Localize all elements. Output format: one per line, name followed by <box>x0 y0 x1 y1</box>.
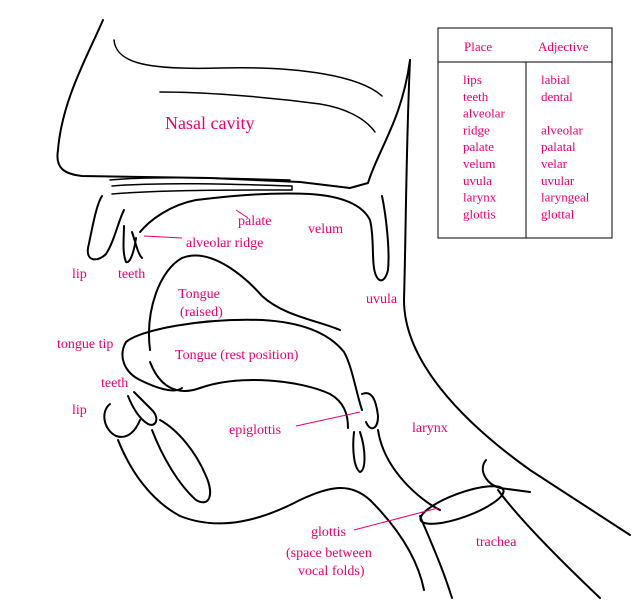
label-tongue-raised-1: Tongue <box>178 287 220 302</box>
nasal-cavity-outline <box>56 19 411 189</box>
table-cell-adjective: alveolar <box>541 122 584 137</box>
table-cell-adjective: dental <box>541 89 573 104</box>
table-cell-place: palate <box>463 139 494 154</box>
epiglottis-shape <box>361 392 379 430</box>
table-cell-adjective: laryngeal <box>541 190 590 205</box>
table-cell-adjective: labial <box>541 72 570 87</box>
lower-teeth <box>127 391 158 426</box>
table-cell-place: ridge <box>463 122 490 137</box>
place-adjective-table: Place Adjective lips labial teeth dental alv… <box>437 27 613 239</box>
label-alveolar-ridge: alveolar ridge <box>186 236 263 251</box>
tongue-rest <box>125 318 363 411</box>
tongue-tip <box>121 341 183 392</box>
table-cell-adjective: velar <box>541 156 568 171</box>
label-tongue-rest: Tongue (rest position) <box>175 348 299 363</box>
tongue-body-lower <box>149 361 349 429</box>
lower-lip <box>103 403 141 438</box>
label-uvula: uvula <box>366 292 398 307</box>
pharynx-back-wall <box>403 59 631 536</box>
upper-teeth <box>122 225 143 264</box>
label-trachea: trachea <box>476 535 517 550</box>
label-epiglottis: epiglottis <box>229 423 281 438</box>
label-velum: velum <box>308 222 343 237</box>
table-border <box>437 27 613 239</box>
label-teeth-upper: teeth <box>118 267 145 282</box>
trachea-front <box>419 515 453 599</box>
turbinate-2 <box>111 182 293 195</box>
table-cell-adjective: glottal <box>541 206 575 221</box>
table-header-adjective: Adjective <box>538 39 589 54</box>
upper-lip <box>86 195 125 261</box>
table-cell-place: larynx <box>463 190 497 205</box>
label-glottis-note-1: (space between <box>286 546 372 561</box>
alveolar-ridge-leader <box>143 235 183 239</box>
label-larynx: larynx <box>412 421 448 436</box>
mandible-inner <box>151 419 212 504</box>
label-lip-upper: lip <box>72 267 87 282</box>
turbinate-1 <box>109 176 291 181</box>
glottis-leader <box>353 507 439 531</box>
label-glottis: glottis <box>311 525 346 540</box>
jaw <box>117 439 425 591</box>
table-cell-adjective: uvular <box>541 173 575 188</box>
table-cell-place: velum <box>463 156 496 171</box>
diagram-labels: Nasal cavity palate velum alveolar ridge… <box>57 113 517 579</box>
table-cell-place: uvula <box>463 173 492 188</box>
nasal-inner-upper <box>113 39 383 97</box>
label-tongue-raised-2: (raised) <box>180 305 223 320</box>
label-lip-lower: lip <box>72 403 87 418</box>
label-glottis-note-2: vocal folds) <box>298 564 365 579</box>
anatomy-outlines <box>56 19 631 599</box>
tongue-raised <box>148 254 341 351</box>
trachea-cap <box>481 459 531 493</box>
table-cell-place: alveolar <box>463 106 506 121</box>
table-cell-adjective: palatal <box>541 139 576 154</box>
palate-leader <box>235 209 249 219</box>
table-cell-place: lips <box>463 72 482 87</box>
label-teeth-lower: teeth <box>101 376 128 391</box>
label-nasal-cavity: Nasal cavity <box>165 113 254 133</box>
table-cell-place: glottis <box>463 206 496 221</box>
hard-palate-velum <box>139 192 390 282</box>
nasal-inner-mid <box>159 91 376 133</box>
epiglottis-leader <box>295 411 361 427</box>
label-palate: palate <box>238 214 271 229</box>
larynx-front <box>352 431 366 473</box>
table-cell-place: teeth <box>463 89 489 104</box>
larynx-wall <box>377 429 441 511</box>
leader-lines <box>143 209 439 531</box>
trachea-back <box>497 489 601 599</box>
table-header-place: Place <box>464 39 492 54</box>
label-tongue-tip: tongue tip <box>57 337 113 352</box>
